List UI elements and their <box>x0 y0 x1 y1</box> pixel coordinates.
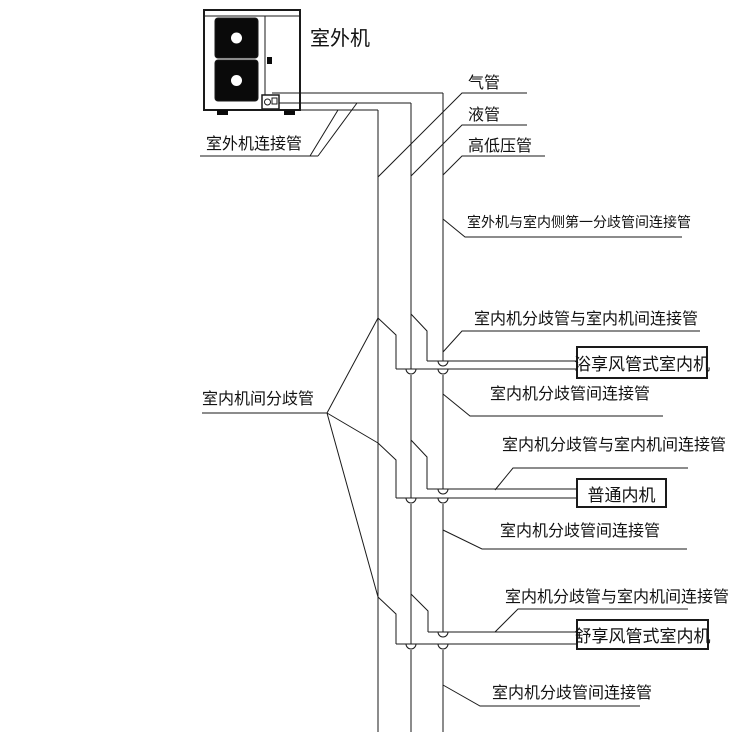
unit-foot-right <box>284 110 295 115</box>
unit-foot-left <box>217 110 228 115</box>
indoor-unit-box-comfort-duct: 舒享风管式室内机 <box>575 619 711 650</box>
high-low-pressure-pipe-label: 高低压管 <box>468 138 533 155</box>
outdoor-unit-graphic <box>203 9 301 115</box>
piping-lines <box>272 92 576 732</box>
indoor-branch-pipe-label: 室内机间分歧管 <box>202 391 315 408</box>
pipe-jump-arcs <box>405 360 449 650</box>
outdoor-connect-pipe-label: 室外机连接管 <box>206 136 303 153</box>
branch-to-unit-label-3: 室内机分歧管与室内机间连接管 <box>505 589 730 606</box>
indoor-unit-box-bath-duct: 浴享风管式室内机 <box>574 346 710 379</box>
branch-to-unit-label-1: 室内机分歧管与室内机间连接管 <box>474 311 699 328</box>
pipe-connection-box <box>261 94 280 110</box>
branch-to-branch-label-2: 室内机分歧管间连接管 <box>500 523 661 540</box>
branch-to-branch-label-1: 室内机分歧管间连接管 <box>490 386 651 403</box>
indoor-unit-box-standard: 普通内机 <box>576 478 667 508</box>
branch-to-branch-label-3: 室内机分歧管间连接管 <box>492 685 653 702</box>
gas-pipe-label: 气管 <box>468 75 501 92</box>
liquid-pipe-label: 液管 <box>468 107 501 124</box>
outdoor-unit-label: 室外机 <box>310 28 370 50</box>
first-branch-connect-label: 室外机与室内侧第一分歧管间连接管 <box>467 216 691 231</box>
leader-lines <box>200 92 700 707</box>
branch-to-unit-label-2: 室内机分歧管与室内机间连接管 <box>502 437 727 454</box>
